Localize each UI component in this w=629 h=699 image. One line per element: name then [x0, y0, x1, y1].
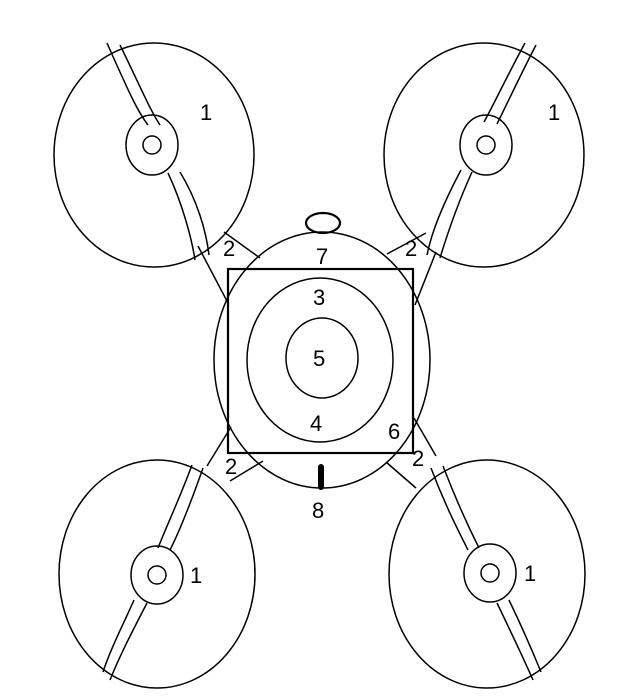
label-arm-bottom-left: 2 [225, 454, 237, 479]
arm-bottom-right [385, 417, 437, 489]
frame-square [226, 267, 415, 455]
label-outer-ring: 3 [313, 285, 325, 310]
label-propeller-top-right: 1 [548, 100, 560, 125]
motor-hub [130, 545, 184, 605]
propeller-disc [58, 459, 256, 689]
label-arm-top-left: 2 [223, 236, 235, 261]
center-circle [285, 317, 359, 399]
label-arm-bottom-right: 2 [412, 446, 424, 471]
propeller-bottom-right [388, 459, 586, 689]
motor-hub [463, 543, 517, 603]
outer-ring [246, 277, 394, 443]
propeller-top-left [53, 42, 255, 268]
arm-top-right [386, 232, 437, 306]
motor-shaft [142, 135, 162, 155]
label-frame: 6 [388, 419, 400, 444]
motor-shaft [147, 565, 167, 585]
label-outer-ring-bottom: 4 [310, 411, 322, 436]
arm-top-left [197, 231, 261, 304]
motor-hub [459, 114, 513, 176]
label-bottom-pin: 8 [312, 498, 324, 523]
motor-shaft [480, 563, 500, 583]
label-arm-top-right: 2 [405, 236, 417, 261]
label-top-loop: 7 [316, 244, 328, 269]
motor-hub [125, 114, 179, 176]
propeller-disc [388, 459, 586, 689]
propeller-disc [53, 42, 255, 268]
label-center: 5 [313, 346, 325, 371]
top-loop [304, 211, 342, 235]
label-propeller-bottom-right: 1 [524, 561, 536, 586]
propeller-bottom-left [58, 459, 256, 689]
propeller-disc [383, 42, 585, 268]
center-body [213, 231, 431, 489]
label-propeller-top-left: 1 [200, 100, 212, 125]
bottom-pin [318, 464, 324, 490]
label-propeller-bottom-left: 1 [190, 563, 202, 588]
motor-shaft [476, 135, 496, 155]
propeller-top-right [383, 42, 585, 268]
